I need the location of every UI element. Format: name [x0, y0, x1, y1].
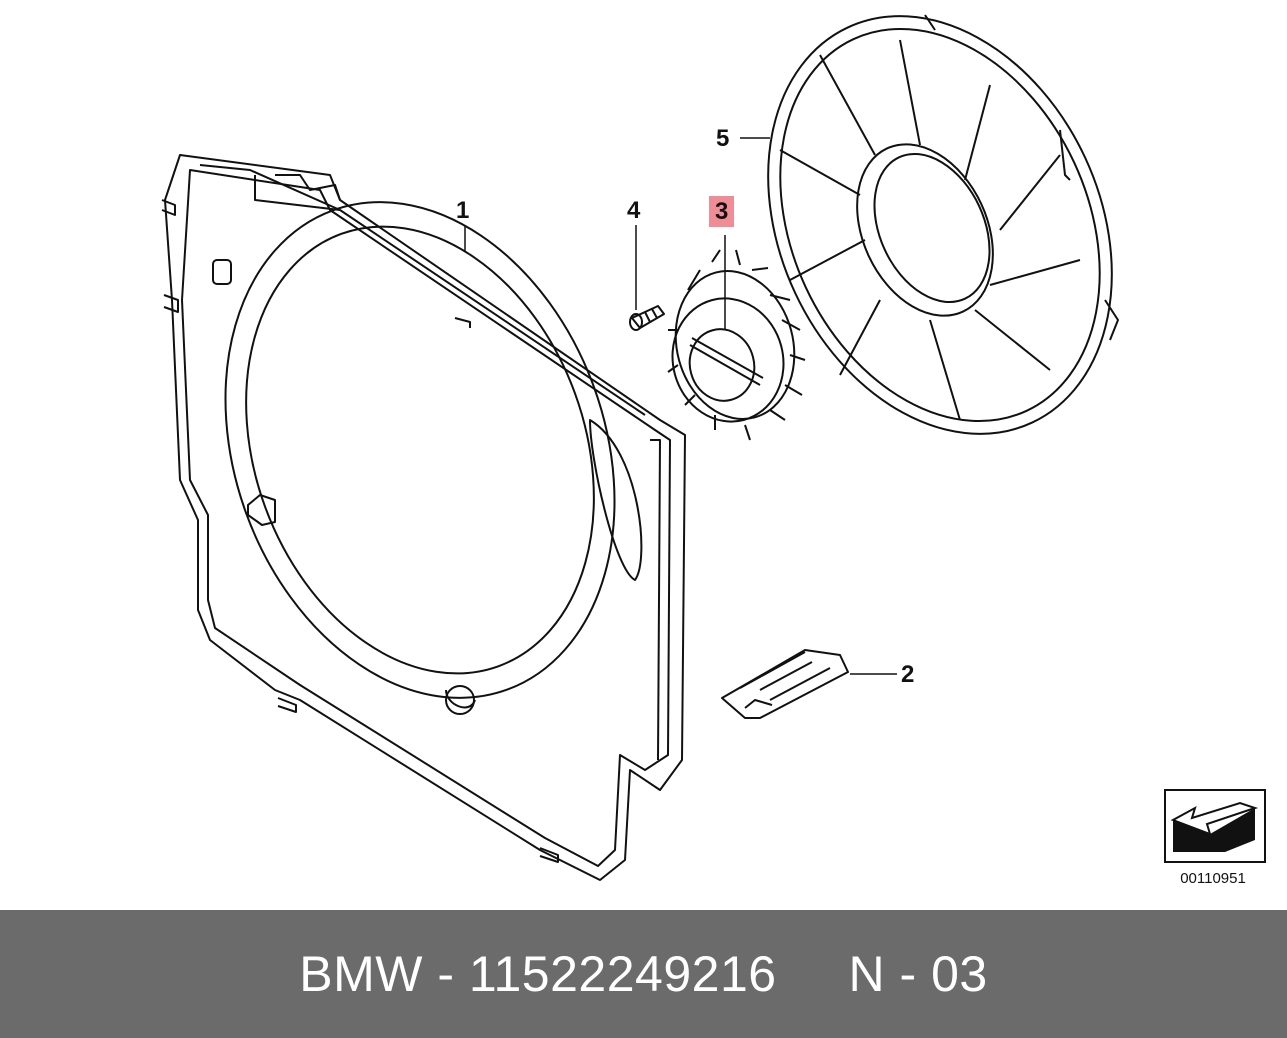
fan-part [767, 14, 1119, 435]
part-number-caption: BMW - 11522249216 N - 03 [299, 946, 988, 1002]
leader-lines [464, 137, 897, 675]
callout-part-3[interactable]: 3 [709, 196, 735, 227]
parts-diagram [161, 14, 1266, 881]
arrow-direction-icon [1164, 789, 1266, 863]
diagram-reference-code: 00110951 [1180, 870, 1246, 887]
bolt-part [629, 305, 665, 331]
viscous-coupling-part [667, 249, 806, 441]
callout-part-5[interactable]: 5 [716, 125, 730, 152]
clip-part [721, 649, 849, 719]
callout-part-1[interactable]: 1 [456, 197, 470, 224]
fan-shroud-part [161, 154, 686, 881]
callout-part-2[interactable]: 2 [901, 661, 915, 688]
callout-part-4[interactable]: 4 [627, 197, 641, 224]
footer-bar: BMW - 11522249216 N - 03 [0, 910, 1287, 1038]
